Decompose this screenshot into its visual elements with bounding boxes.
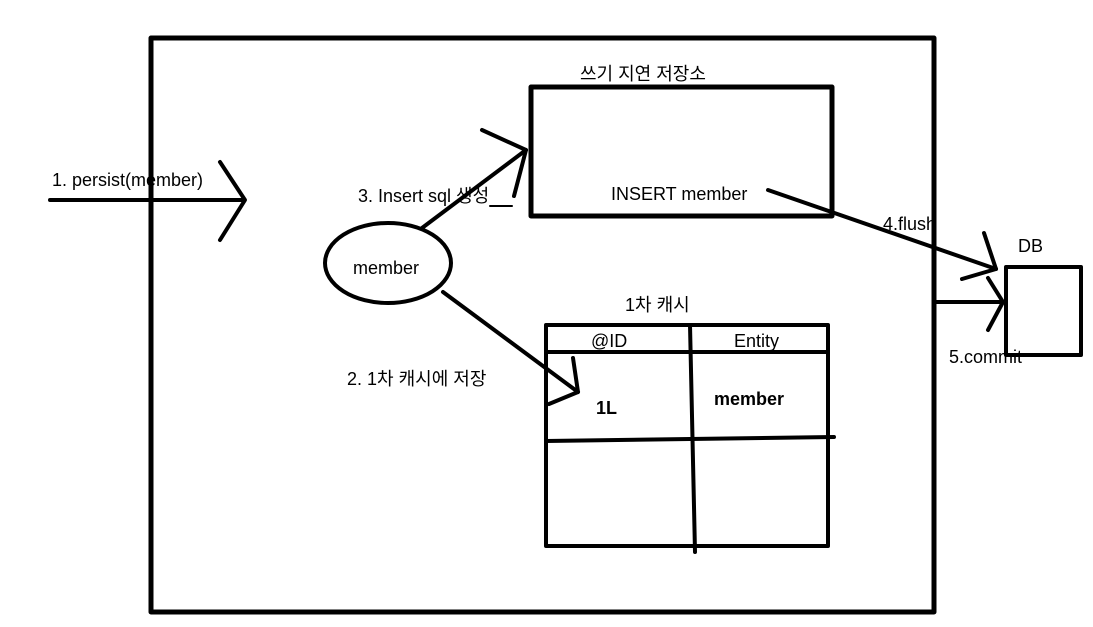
flush-label: 4.flush	[883, 214, 936, 234]
cache-header-id: @ID	[591, 331, 627, 351]
persist-arrow	[48, 160, 247, 242]
commit-label: 5.commit	[949, 347, 1022, 367]
insert-sql-label: 3. Insert sql 생성	[358, 186, 489, 206]
commit-arrow	[932, 276, 1005, 332]
member-node	[323, 221, 453, 305]
write-store-title: 쓰기 지연 저장소	[580, 64, 706, 84]
insert-member-label: INSERT member	[611, 184, 747, 204]
cache-cell-entity: member	[714, 389, 784, 409]
cache-table	[544, 323, 836, 554]
flush-arrow	[766, 188, 998, 281]
insert-sql-arrow	[420, 128, 528, 230]
save-cache-label: 2. 1차 캐시에 저장	[347, 369, 486, 389]
persist-label: 1. persist(member)	[52, 170, 203, 190]
db-box	[1004, 265, 1083, 357]
db-label: DB	[1018, 236, 1043, 256]
cache-cell-id: 1L	[596, 398, 617, 418]
cache-title: 1차 캐시	[625, 295, 690, 315]
save-cache-arrow	[441, 290, 580, 406]
write-store-box	[528, 84, 835, 219]
cache-header-entity: Entity	[734, 331, 779, 351]
persistence-context-box	[148, 35, 937, 615]
member-node-label: member	[353, 258, 419, 278]
